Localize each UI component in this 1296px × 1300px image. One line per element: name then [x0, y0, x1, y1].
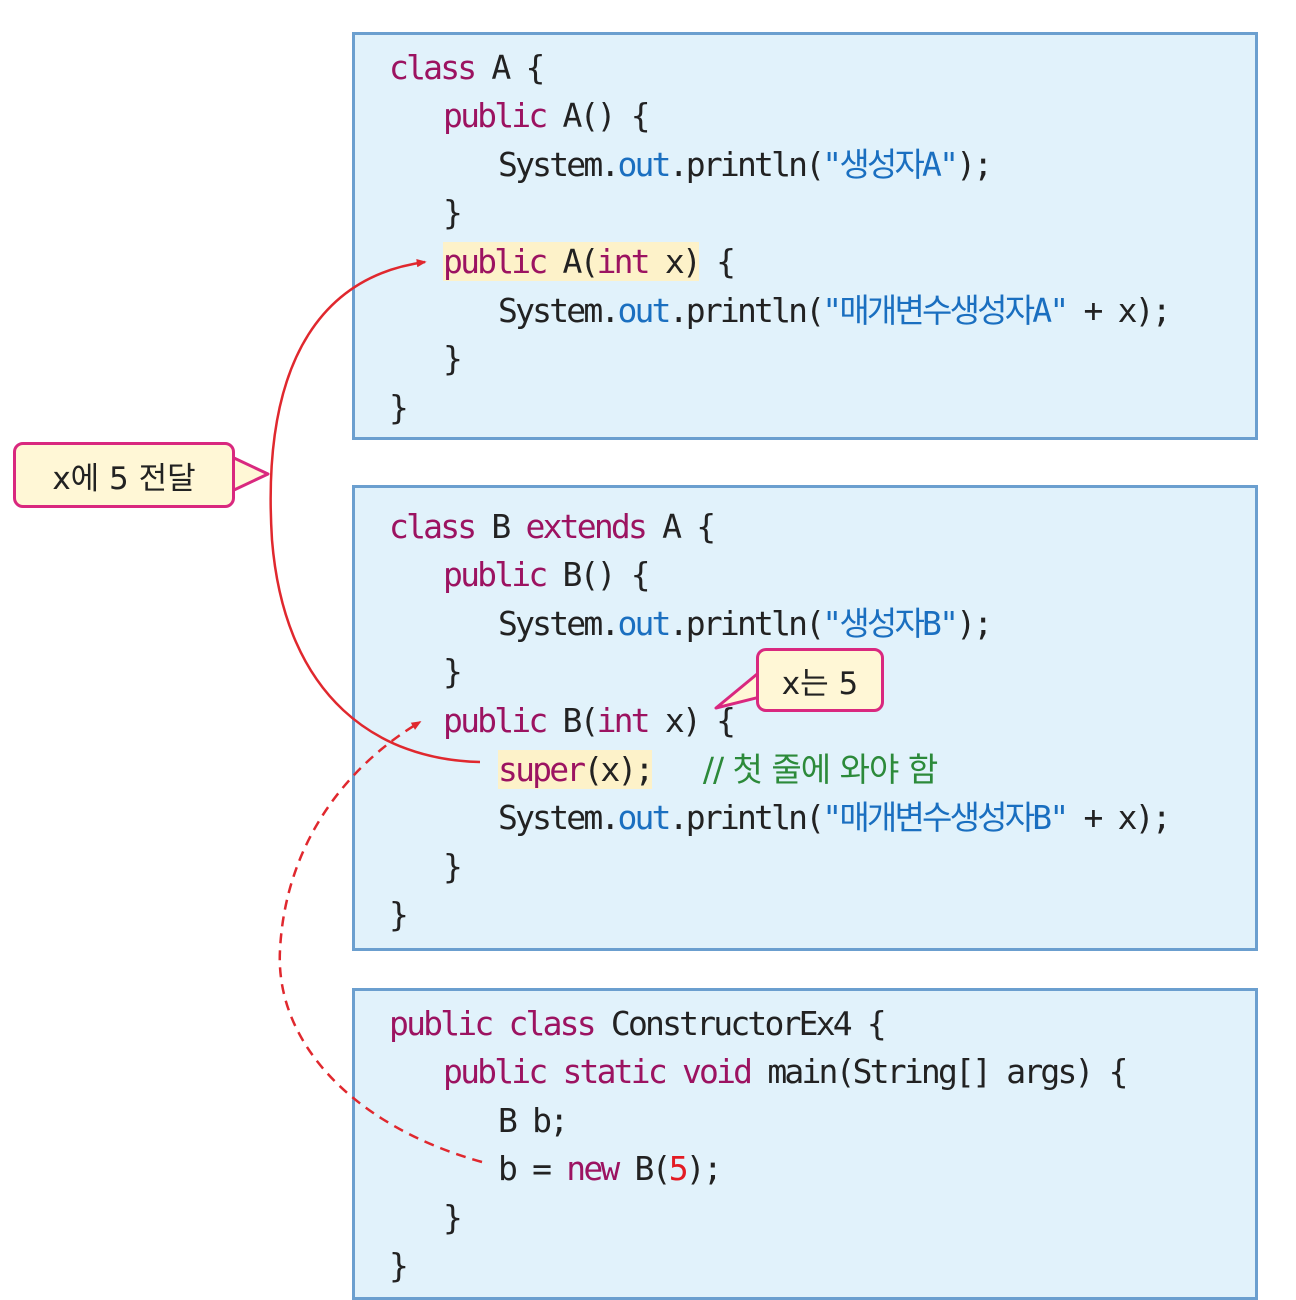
code-line: System.out.println("생성자A");: [498, 145, 993, 184]
class-b-code-box: class B extends A { public B() { System.…: [352, 485, 1258, 951]
highlight-super-call: super(x);: [498, 750, 654, 789]
class-a-code-box: class A { public A() { System.out.printl…: [352, 32, 1258, 440]
code-line: System.out.println("매개변수생성자B" + x);: [498, 798, 1172, 837]
callout-pass-x: x에 5 전달: [13, 442, 235, 508]
code-line: }: [389, 895, 409, 934]
code-line: }: [443, 193, 463, 232]
code-line: public A() {: [443, 96, 651, 135]
callout-x-is-5: x는 5: [756, 648, 884, 712]
highlight-param-constructor-a: public A(int x): [443, 242, 702, 281]
code-line: class A {: [389, 48, 545, 87]
code-line-param-constructor-b: public B(int x) {: [443, 701, 736, 740]
code-line: public B() {: [443, 555, 651, 594]
code-line: System.out.println("생성자B");: [498, 604, 993, 643]
code-line: public static void main(String[] args) {: [443, 1052, 1129, 1091]
code-line: }: [443, 652, 463, 691]
code-line: public class ConstructorEx4 {: [389, 1004, 887, 1043]
code-line: B b;: [498, 1101, 569, 1140]
code-line: }: [443, 339, 463, 378]
code-line: }: [389, 388, 409, 427]
code-line-super-call: super(x); // 첫 줄에 와야 함: [498, 750, 938, 790]
code-line-param-constructor-a: public A(int x) {: [443, 242, 736, 281]
main-class-code-box: public class ConstructorEx4 { public sta…: [352, 988, 1258, 1300]
code-line-new-b: b = new B(5);: [498, 1149, 723, 1188]
code-line: }: [443, 1198, 463, 1237]
code-line: class B extends A {: [389, 507, 716, 546]
code-line: }: [443, 847, 463, 886]
code-line: System.out.println("매개변수생성자A" + x);: [498, 291, 1172, 330]
code-line: }: [389, 1246, 409, 1285]
callout-pointer-pass-x: [233, 456, 270, 492]
code-comment: // 첫 줄에 와야 함: [702, 750, 938, 789]
